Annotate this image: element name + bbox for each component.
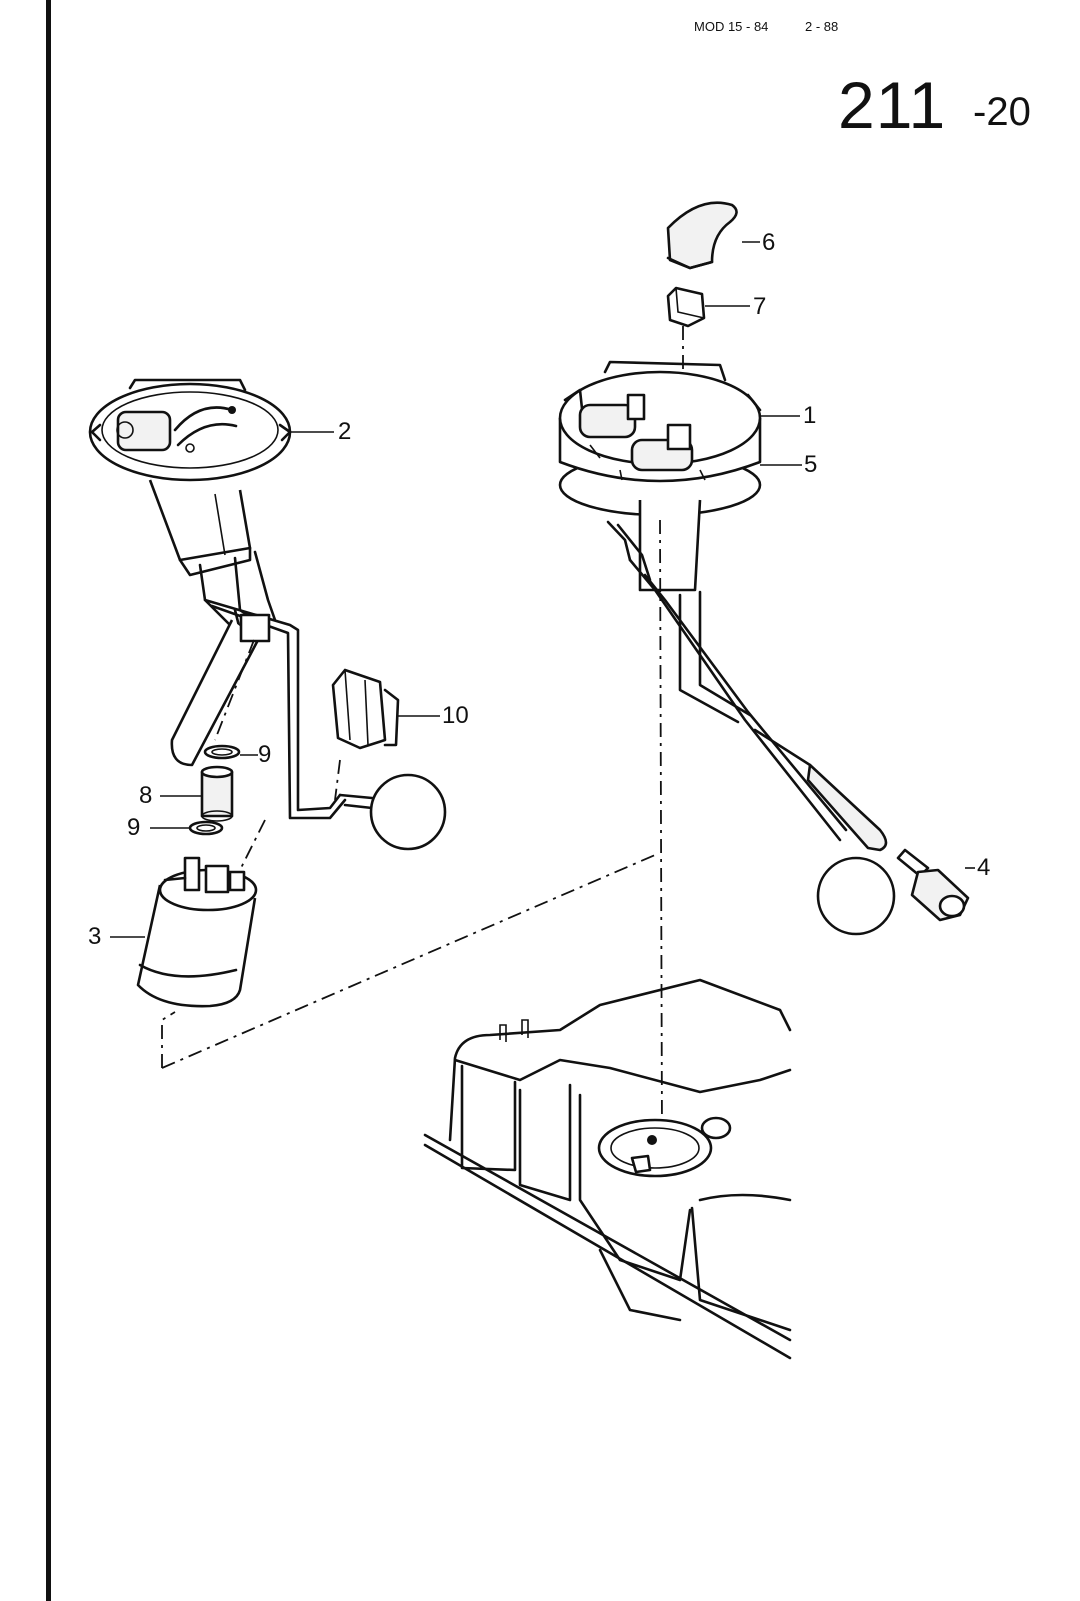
guide-line [659,519,663,1136]
callout-4: 4 [977,854,991,881]
guide-line [161,854,656,1069]
sender-tube-2 [148,479,374,820]
callout-10: 10 [442,702,469,729]
fitting-4 [896,848,970,922]
float-right [816,856,896,936]
callout-5: 5 [804,451,818,478]
guide-line [239,819,266,871]
callout-3: 3 [88,923,102,950]
page-number-suffix: -20 [973,90,1031,134]
plug-7 [666,286,706,328]
ring-9-upper [203,744,241,760]
callout-9-upper: 9 [258,741,272,768]
page-number: 211 [838,68,947,142]
guide-line [214,639,255,741]
fuel-tank [423,978,792,1360]
guide-line [161,1011,176,1068]
float-left [369,773,447,851]
ring-9-lower [188,820,224,836]
sender-unit-flange-1 [558,360,762,517]
callout-1: 1 [803,402,817,429]
page-binding-edge [46,0,51,1601]
callout-6: 6 [762,229,776,256]
connector-10 [331,668,400,750]
callout-8: 8 [139,782,153,809]
revision-date: 2 - 88 [805,19,839,34]
filter-8 [200,765,234,822]
sender-tube-1 [606,499,888,852]
fuel-pump-3 [136,856,258,1008]
seal-6 [666,201,738,270]
callout-7: 7 [753,293,767,320]
callout-2: 2 [338,418,352,445]
callout-9-lower: 9 [127,814,141,841]
model-code: MOD 15 - 84 [694,19,769,34]
guide-line [334,759,341,801]
sender-unit-flange-2 [88,378,292,482]
